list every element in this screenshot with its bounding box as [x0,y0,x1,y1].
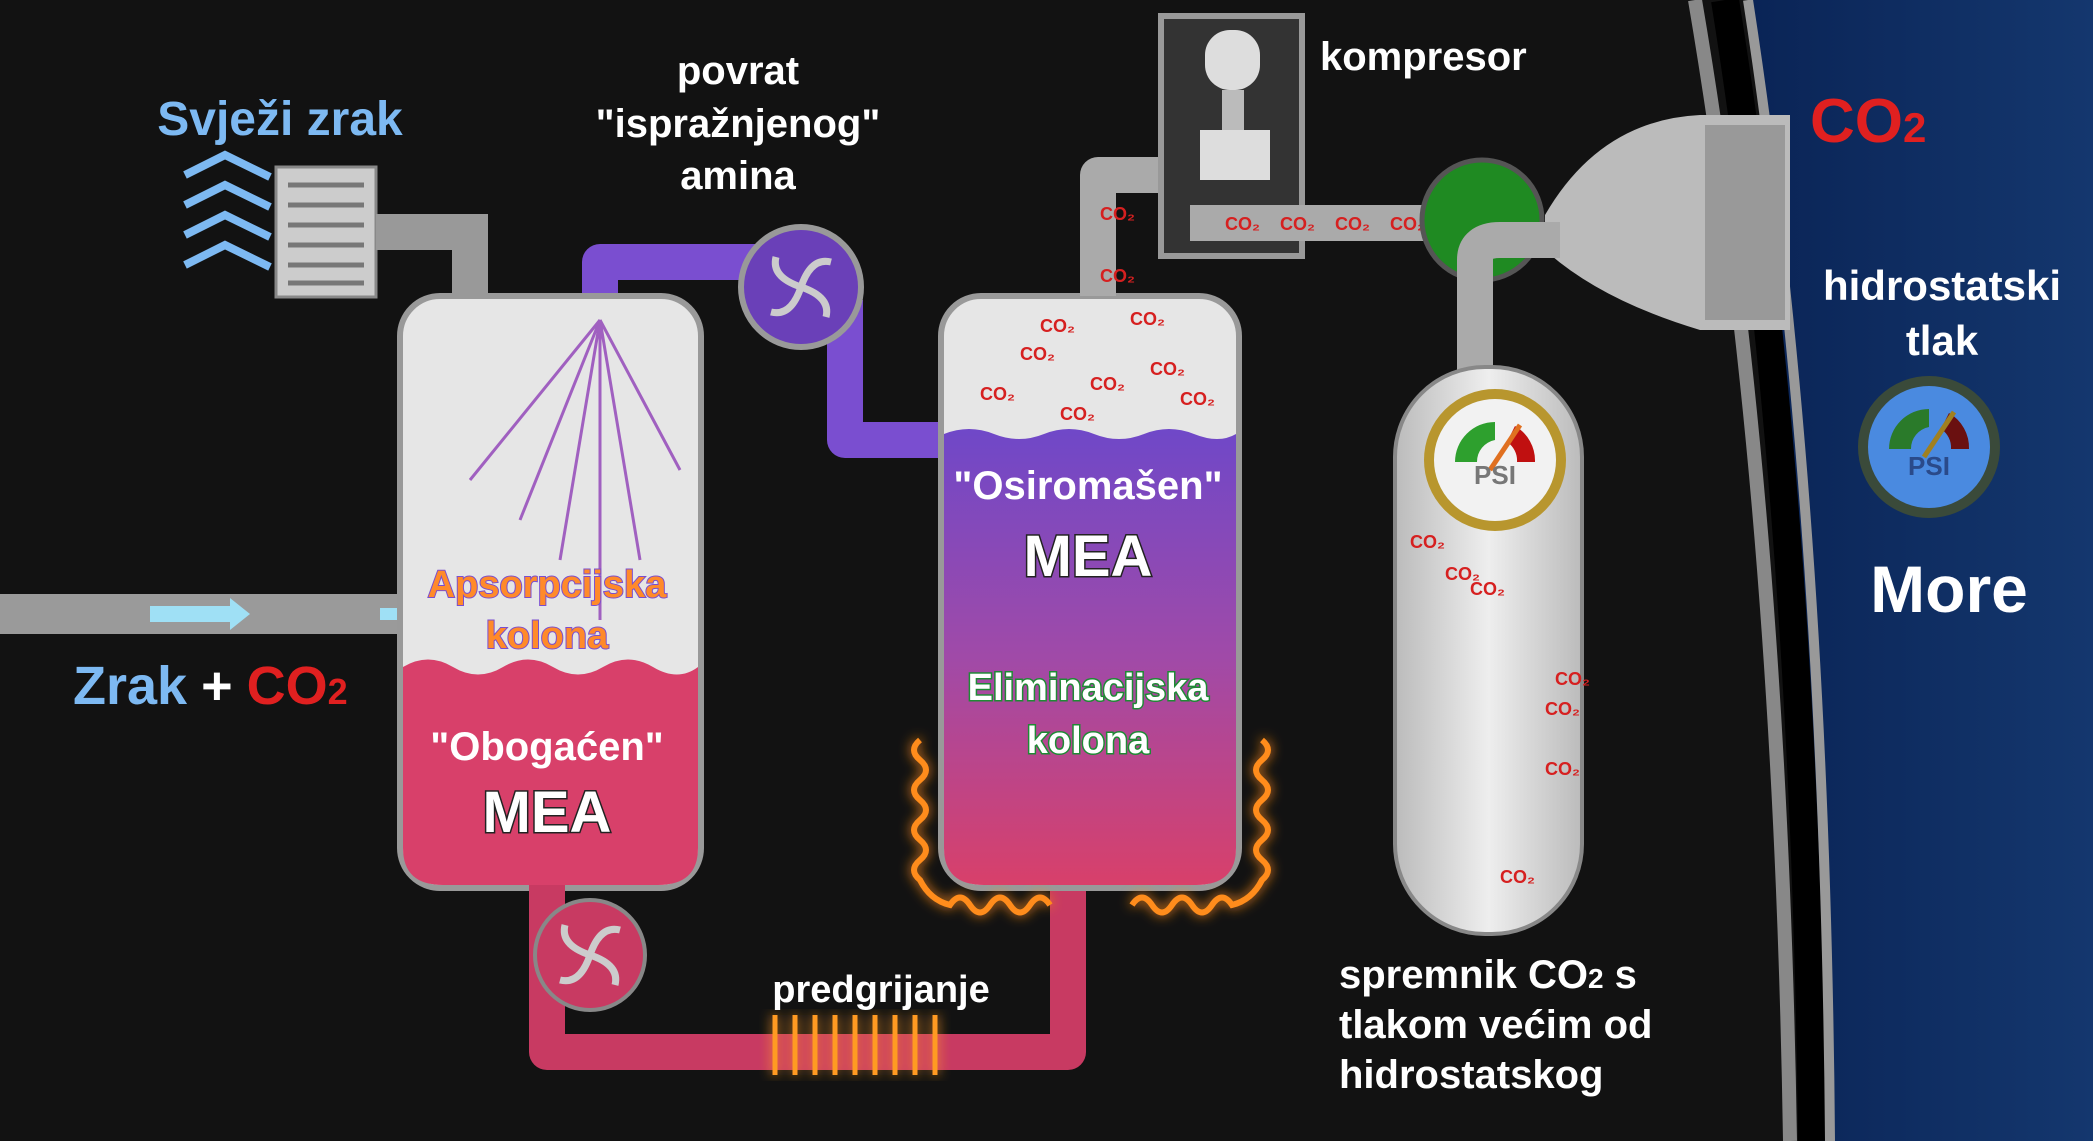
svg-text:CO₂: CO₂ [1150,359,1185,379]
hydrostatic-pressure-gauge: PSI [1858,376,2000,518]
pump-blades [770,256,832,318]
svg-text:CO₂: CO₂ [1040,316,1075,336]
lean-mea-label-2: MEA [1024,524,1153,589]
svg-text:CO₂: CO₂ [980,384,1015,404]
lean-mea-label-1: "Osiromašen" [953,464,1222,508]
ocean-gauge-unit: PSI [1908,451,1950,481]
svg-text:CO₂: CO₂ [1100,204,1135,224]
co2-subscript: 2 [328,671,348,712]
discharge-grille [1705,125,1785,320]
svg-text:CO₂: CO₂ [1130,309,1165,329]
svg-text:CO₂: CO₂ [1545,699,1580,719]
tank-feed-pipe [1457,222,1560,380]
stripping-column [938,293,1242,891]
absorption-column-label-2: kolona [486,615,609,657]
hydrostatic-label-2: tlak [1906,317,1979,364]
co2-text: CO [247,656,328,716]
svg-text:CO₂: CO₂ [1555,669,1590,689]
svg-text:CO₂: CO₂ [1180,389,1215,409]
rich-mea-label-1: "Obogaćen" [430,725,664,769]
lean-return-pipe-lower [827,300,945,458]
stripping-column-label-2: kolona [1027,720,1150,762]
storage-tank-label-2: tlakom većim od [1339,1003,1652,1047]
ocean-region [1750,0,2093,1141]
compressor-icon [1200,30,1270,180]
air-text: Zrak [73,656,188,716]
compressed-co2-pipe [1190,205,1430,241]
absorption-column [397,293,704,891]
heater-element-icon [911,737,1271,916]
stripping-column-label-1: Eliminacijska [968,667,1210,709]
absorption-column-label-1: Apsorpcijska [428,564,668,606]
plus-text: + [201,656,233,716]
svg-text:CO₂: CO₂ [1020,344,1055,364]
return-label-line3: amina [680,154,796,198]
svg-text:CO₂: CO₂ [1280,214,1315,234]
fresh-air-label: Svježi zrak [157,93,403,146]
storage-tank-label-3: hidrostatskog [1339,1053,1603,1097]
sea-label: More [1870,552,2028,626]
rich-pump-blades [559,924,621,986]
air-wave-icon [183,150,272,271]
lean-return-pipe [582,244,760,300]
svg-text:CO₂: CO₂ [1335,214,1370,234]
compressor-label: kompresor [1320,35,1527,79]
preheater-coil-icon [772,1015,938,1075]
air-plus-co2-label: Zrak+CO2 [73,656,348,716]
svg-text:CO₂: CO₂ [1445,564,1480,584]
svg-text:CO₂: CO₂ [1470,579,1505,599]
svg-text:CO₂: CO₂ [1390,214,1425,234]
co2-molecules-pipe: CO₂ CO₂ CO₂ CO₂ CO₂ CO₂ [1100,204,1425,286]
svg-text:CO₂: CO₂ [1060,404,1095,424]
storage-tank-label-1: spremnik CO2 s [1339,953,1637,997]
return-label-line2: "ispražnjenog" [596,102,881,146]
gauge-unit: PSI [1474,460,1516,490]
rich-mea-label-2: MEA [483,780,612,845]
hydrostatic-label-1: hidrostatski [1823,262,2061,309]
svg-text:CO₂: CO₂ [1410,532,1445,552]
preheating-label: predgrijanje [772,969,990,1011]
svg-text:CO₂: CO₂ [1545,759,1580,779]
svg-text:CO₂: CO₂ [1100,266,1135,286]
svg-text:CO₂: CO₂ [1225,214,1260,234]
svg-text:CO₂: CO₂ [1090,374,1125,394]
tank-pressure-gauge: PSI [1424,389,1566,531]
ocean-co2-label: CO2 [1810,87,1926,156]
svg-text:CO₂: CO₂ [1500,867,1535,887]
return-label-line1: povrat [677,49,799,93]
air-outlet-pipe [376,214,488,300]
air-vent-grille [274,165,378,299]
